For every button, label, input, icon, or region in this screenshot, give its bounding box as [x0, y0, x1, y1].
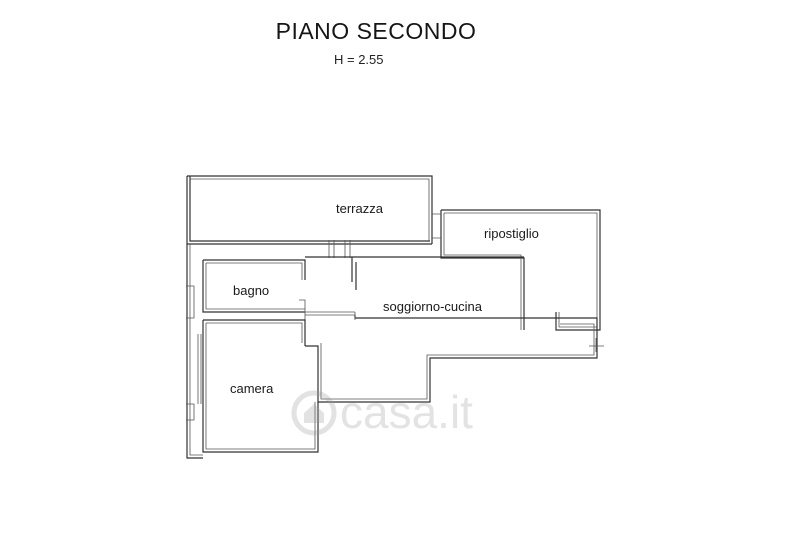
label-soggiorno-cucina: soggiorno-cucina: [383, 299, 483, 314]
label-terrazza: terrazza: [336, 201, 384, 216]
label-camera: camera: [230, 381, 274, 396]
room-bagno: [202, 259, 355, 321]
casa-watermark: [291, 390, 337, 436]
ceiling-height-label: H = 2.55: [334, 52, 384, 67]
label-bagno: bagno: [233, 283, 269, 298]
watermark-text: casa.it: [340, 386, 473, 438]
room-soggiorno-cucina: [305, 256, 604, 403]
room-terrazza: [186, 175, 433, 258]
outer-walls: [186, 244, 203, 459]
label-ripostiglio: ripostiglio: [484, 226, 539, 241]
plan-title: PIANO SECONDO: [275, 18, 477, 44]
room-camera: [197, 319, 319, 453]
